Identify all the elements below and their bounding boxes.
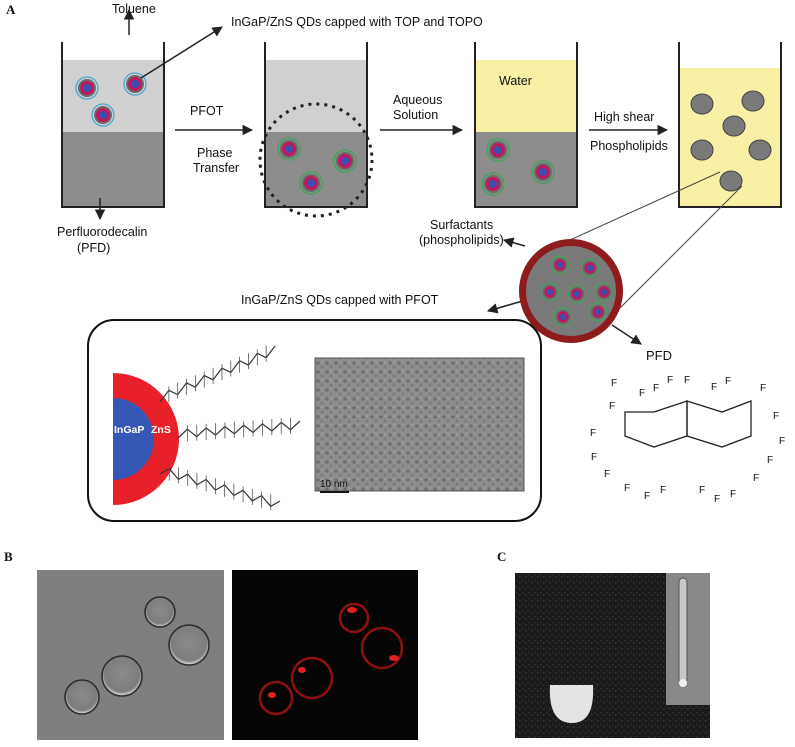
fluorine-atom: F bbox=[773, 411, 779, 422]
fluorine-atom: F bbox=[711, 382, 717, 393]
pfd-structure-arrow bbox=[611, 324, 642, 345]
quantum-dot bbox=[481, 172, 505, 196]
selected-droplet bbox=[719, 170, 743, 192]
quantum-dot bbox=[531, 160, 555, 184]
quantum-dot bbox=[299, 171, 323, 195]
quantum-dot bbox=[277, 137, 301, 161]
panel-label-c: C bbox=[497, 549, 507, 564]
quantum-dot bbox=[75, 76, 99, 100]
water-layer bbox=[475, 60, 577, 132]
quantum-dot bbox=[486, 138, 510, 162]
fluorine-atom: F bbox=[725, 376, 731, 387]
in-vivo-image bbox=[515, 573, 710, 738]
fluorine-atom: F bbox=[667, 375, 673, 386]
phase-label-line1: Phase bbox=[197, 146, 233, 160]
tube-inset bbox=[666, 573, 710, 705]
fluorine-atom: F bbox=[660, 485, 666, 496]
surfactant-arrow bbox=[502, 237, 526, 248]
fluorine-atom: F bbox=[699, 485, 705, 496]
ligand-chain bbox=[159, 467, 281, 508]
high-shear-label: High shear bbox=[594, 110, 655, 124]
fluorine-atom: F bbox=[639, 388, 645, 399]
panel-label-b: B bbox=[4, 549, 13, 564]
beaker-4 bbox=[678, 42, 782, 208]
fluorine-atom: F bbox=[753, 473, 759, 484]
toluene-label: Toluene bbox=[112, 2, 156, 16]
pfot-label: PFOT bbox=[190, 104, 224, 118]
ligand-chain bbox=[159, 345, 276, 403]
tem-image bbox=[314, 357, 525, 492]
quantum-dot bbox=[550, 255, 570, 275]
fluorine-atom: F bbox=[591, 452, 597, 463]
toluene-layer bbox=[62, 60, 164, 132]
quantum-dot bbox=[91, 103, 115, 127]
quantum-dot bbox=[594, 282, 614, 302]
phospholipids-label: Phospholipids bbox=[590, 139, 668, 153]
quantum-dot bbox=[123, 72, 147, 96]
pfot-qd-arrow bbox=[486, 299, 527, 314]
aqueous-label-line1: Aqueous bbox=[393, 93, 443, 107]
phase-label-line2: Transfer bbox=[193, 161, 240, 175]
surfactants-label-line1: Surfactants bbox=[430, 218, 494, 232]
pfd-label-line1: Perfluorodecalin bbox=[57, 225, 148, 239]
pfot-ligands bbox=[159, 345, 301, 511]
pfd-structure bbox=[624, 400, 752, 448]
scale-label: 10 nm bbox=[320, 479, 348, 490]
fluorine-atom: F bbox=[644, 491, 650, 502]
pfd-structure-label: PFD bbox=[646, 348, 672, 363]
quantum-dot bbox=[333, 149, 357, 173]
zoom-circle bbox=[258, 102, 374, 218]
ingap-label: InGaP bbox=[114, 424, 144, 436]
surfactants-label-line2: (phospholipids) bbox=[419, 233, 504, 247]
quantum-dot bbox=[540, 282, 560, 302]
fluorine-atom: F bbox=[767, 455, 773, 466]
fluorescence-spot bbox=[549, 685, 594, 723]
quantum-dot bbox=[580, 258, 600, 278]
zns-label: ZnS bbox=[151, 424, 171, 436]
fluorine-atom: F bbox=[624, 483, 630, 494]
fluorine-atom: F bbox=[609, 401, 615, 412]
fluorine-atom: F bbox=[779, 436, 785, 447]
fluorine-atom: F bbox=[604, 469, 610, 480]
quantum-dot bbox=[567, 284, 587, 304]
fluorine-atom: F bbox=[653, 383, 659, 394]
fluorine-atom: F bbox=[760, 383, 766, 394]
zoom-line-right bbox=[606, 185, 743, 322]
water-label: Water bbox=[499, 74, 532, 88]
beaker-1 bbox=[61, 42, 165, 208]
qd-top-label: InGaP/ZnS QDs capped with TOP and TOPO bbox=[231, 15, 483, 29]
qd-pfot-label: InGaP/ZnS QDs capped with PFOT bbox=[241, 293, 439, 307]
quantum-dot bbox=[588, 302, 608, 322]
qd-cross-section: InGaP ZnS bbox=[113, 373, 179, 505]
qd-callout-arrow bbox=[140, 26, 223, 79]
fluorescence-cell-image bbox=[232, 570, 418, 740]
quantum-dot bbox=[553, 307, 573, 327]
ligand-chain bbox=[177, 420, 301, 439]
droplet-quantum-dots bbox=[540, 255, 614, 327]
pfd-label-line2: (PFD) bbox=[77, 241, 111, 255]
quantum-dots bbox=[75, 72, 555, 196]
pfd-layer bbox=[62, 132, 164, 207]
fluorine-atom: F bbox=[684, 375, 690, 386]
aqueous-label-line2: Solution bbox=[393, 108, 439, 122]
fluorine-atom: F bbox=[611, 378, 617, 389]
brightfield-cell-image bbox=[37, 570, 224, 740]
fluorine-atom: F bbox=[714, 494, 720, 505]
panel-label-a: A bbox=[6, 2, 16, 17]
fluorine-atom: F bbox=[590, 428, 596, 439]
fluorine-atom: F bbox=[730, 489, 736, 500]
ingap-core bbox=[113, 398, 154, 480]
